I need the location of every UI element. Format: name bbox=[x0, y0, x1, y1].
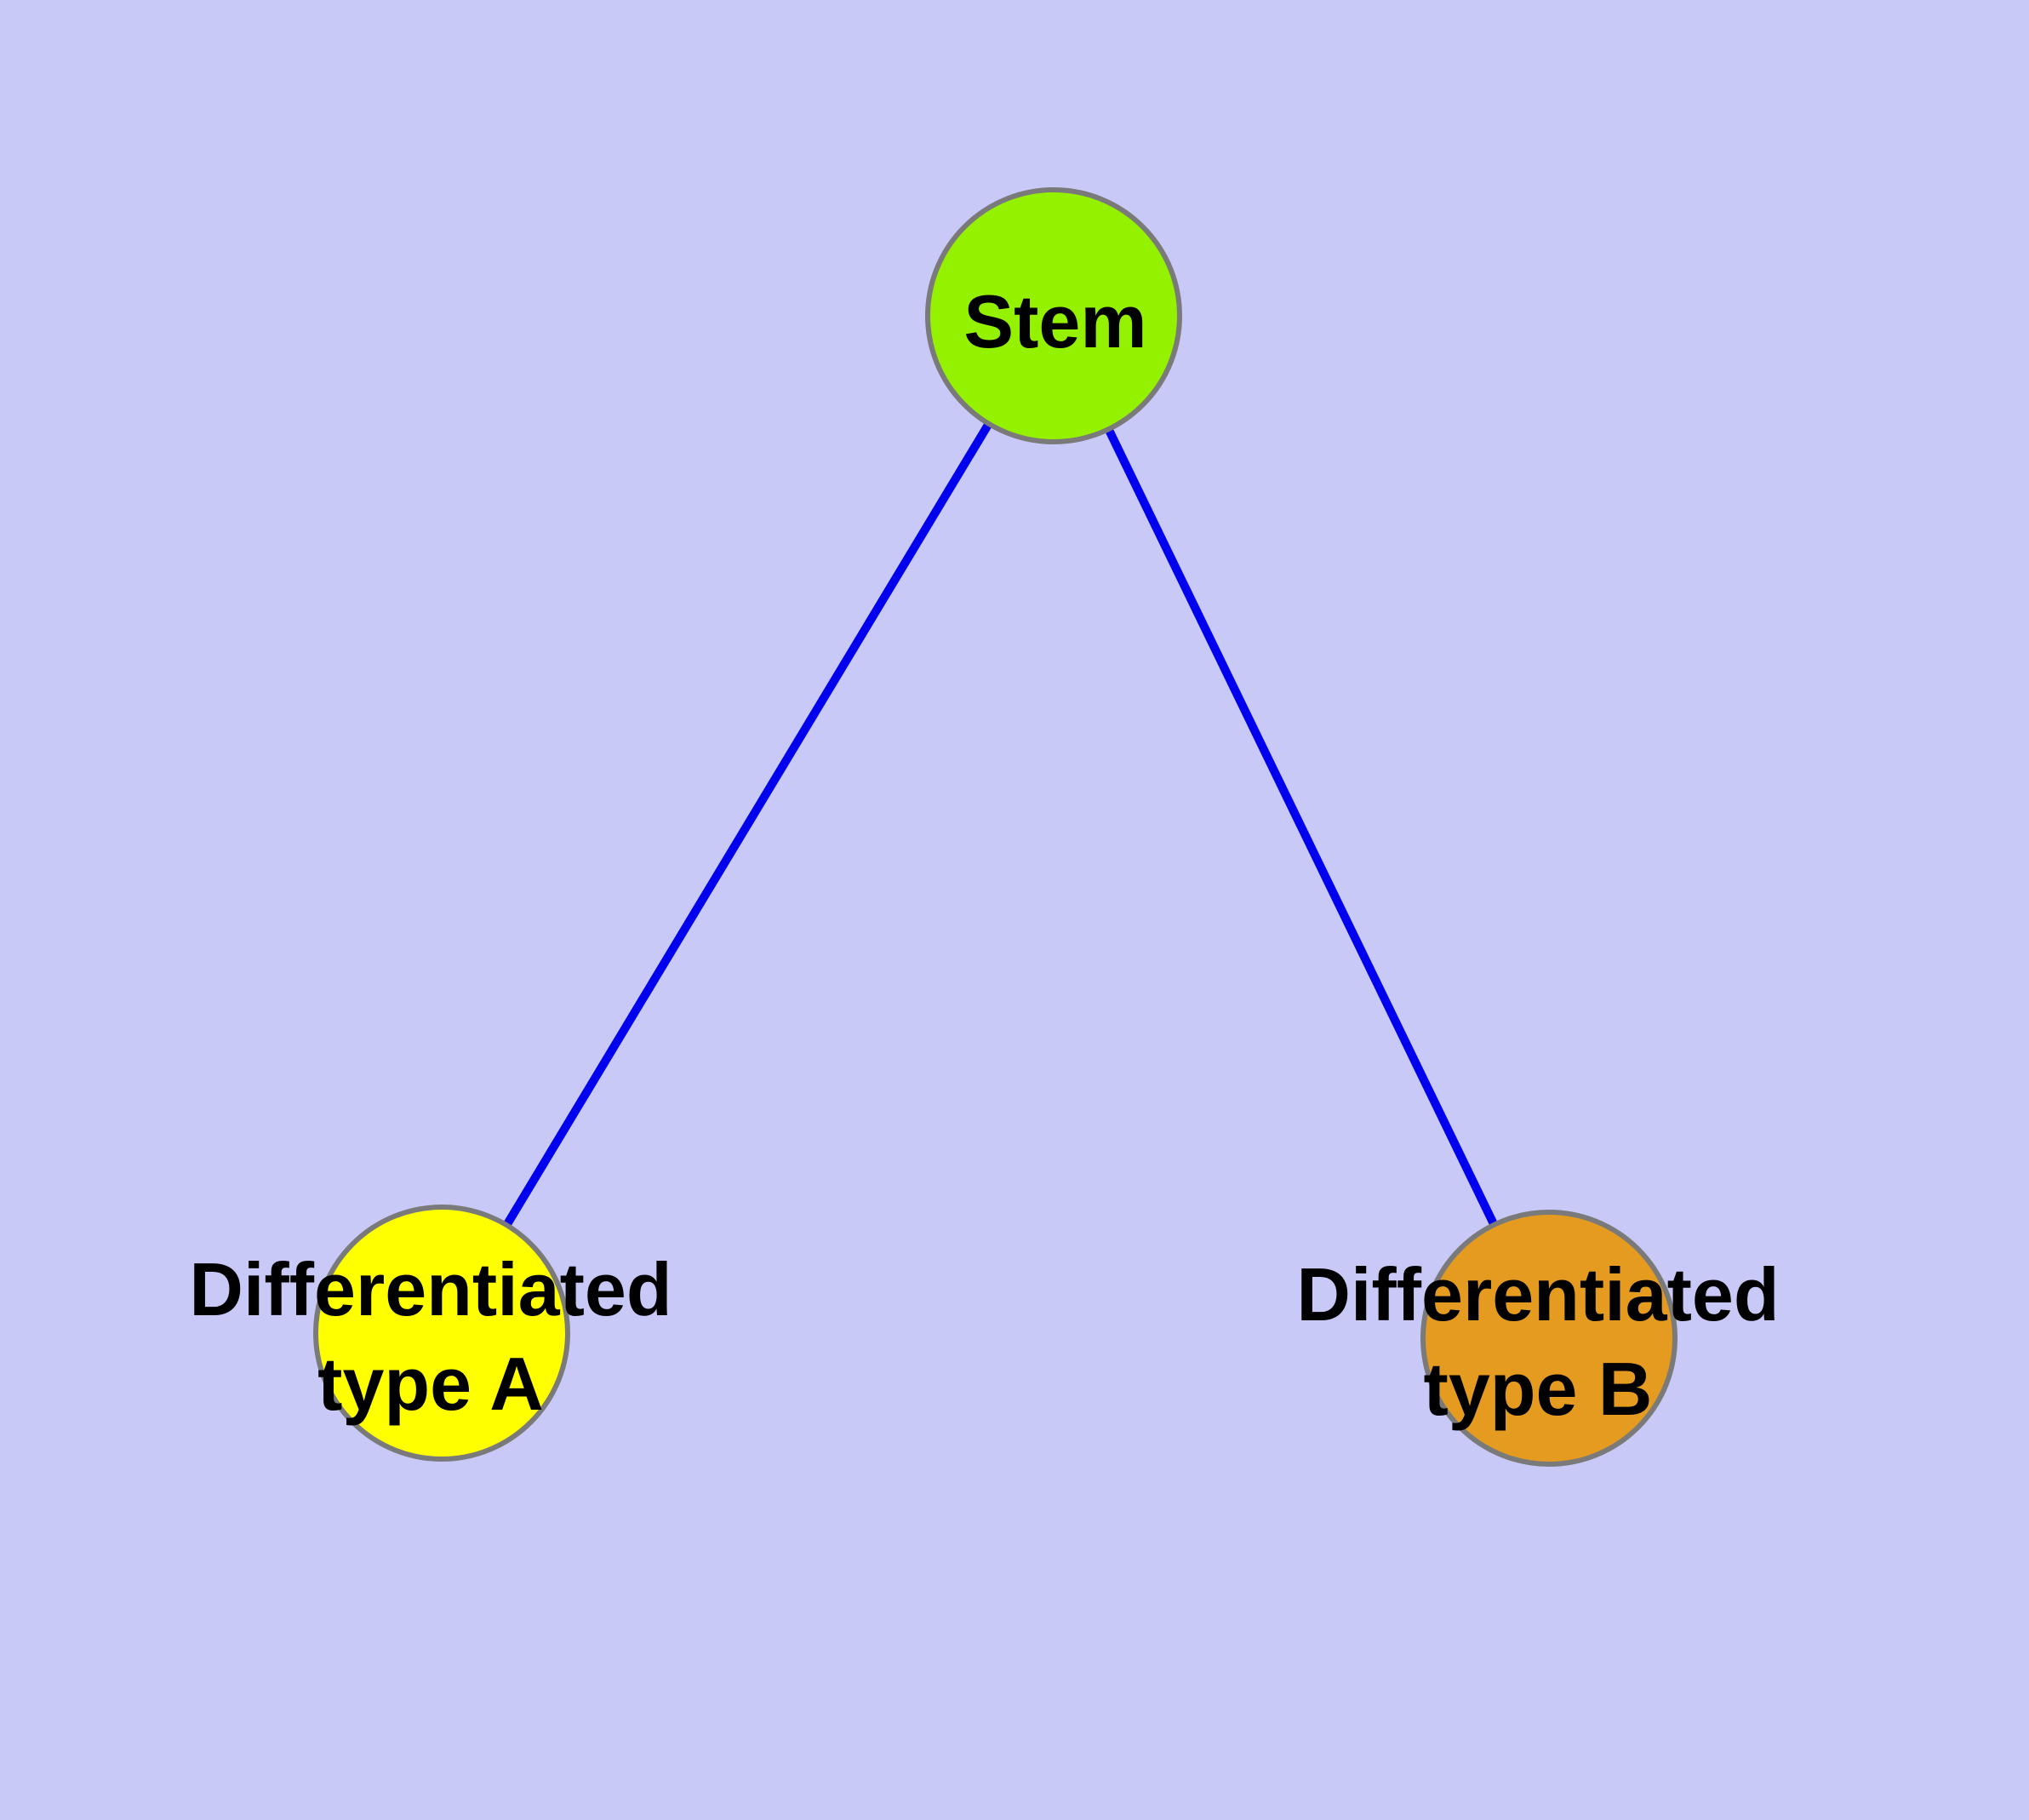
node-type-b-circle bbox=[1420, 1210, 1677, 1467]
node-type-a-label-line-2: type A bbox=[317, 1342, 544, 1426]
node-type-a-circle bbox=[313, 1205, 570, 1462]
edge-stem-to-type-b bbox=[1049, 313, 1553, 1341]
node-stem-label: Stem bbox=[963, 279, 1146, 363]
edge-stem-to-type-a bbox=[437, 313, 1058, 1336]
node-stem-circle bbox=[925, 187, 1182, 444]
node-type-a-label-line-1: Differentiated bbox=[189, 1247, 672, 1331]
node-type-b-label-line-2: type B bbox=[1424, 1347, 1653, 1431]
node-type-b-label-line-1: Differentiated bbox=[1296, 1252, 1779, 1336]
